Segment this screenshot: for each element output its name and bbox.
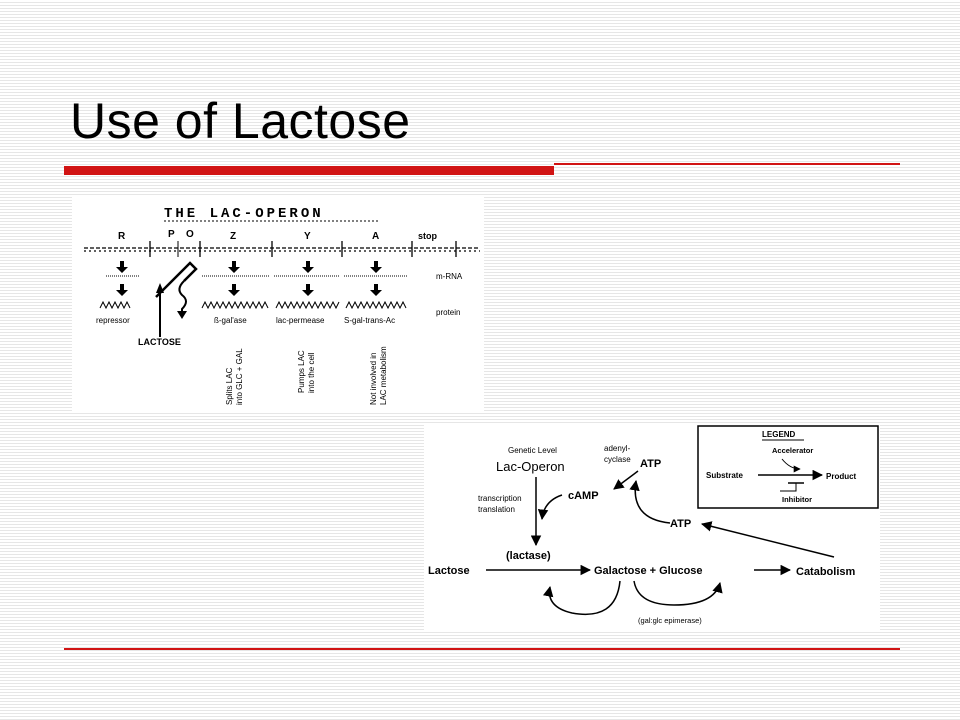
- lactose-binding-arrows: [155, 261, 198, 337]
- epimerase-label: (gal:glc epimerase): [638, 616, 702, 625]
- gene-label-a: A: [372, 231, 379, 242]
- title-underline-rule: [554, 163, 900, 165]
- gene-label-r: R: [118, 231, 126, 242]
- catabolism-label: Catabolism: [796, 566, 856, 578]
- title-underline-accent: [64, 166, 554, 175]
- protein-row-label: protein: [436, 308, 460, 317]
- dna-strand: [84, 241, 480, 257]
- atp-mid-label: ATP: [670, 518, 691, 530]
- transcription-label: transcription: [478, 494, 522, 503]
- epimerase-curve: [633, 580, 723, 606]
- lac-operon-diagram: THE LAC-OPERON R P O Z Y A stop m-RNA: [72, 197, 484, 413]
- lactose-label: Lactose: [428, 565, 470, 577]
- note-a: Not involved inLAC metabolism: [369, 346, 388, 405]
- translation-label: translation: [478, 505, 515, 514]
- protein-label-y: lac-permease: [276, 316, 325, 325]
- cyclase-label: cyclase: [604, 455, 631, 464]
- camp-label: cAMP: [568, 490, 599, 502]
- stop-label: stop: [418, 231, 438, 241]
- lactose-pathway-diagram: LEGEND Accelerator Substrate Product Inh…: [424, 423, 880, 630]
- lactose-label: LACTOSE: [138, 337, 181, 347]
- atp-top-label: ATP: [640, 458, 661, 470]
- adenyl-label: adenyl-: [604, 444, 631, 453]
- legend-accelerator: Accelerator: [772, 446, 813, 455]
- note-z: Splits LACinto GLC + GAL: [225, 348, 244, 405]
- gene-label-o: O: [186, 229, 194, 240]
- operon-title: THE LAC-OPERON: [164, 206, 324, 222]
- transcription-arrows: [116, 261, 382, 273]
- mrna-label: m-RNA: [436, 272, 463, 281]
- footer-rule: [64, 648, 900, 650]
- lactase-label: (lactase): [506, 550, 551, 562]
- svg-text:Pumps LACinto the cell: Pumps LACinto the cell: [297, 350, 316, 393]
- gene-label-y: Y: [304, 231, 311, 242]
- slide-title: Use of Lactose: [70, 93, 411, 149]
- atp-to-camp-arrow: [613, 470, 639, 490]
- gene-label-p: P: [168, 229, 175, 240]
- galactose-feedback-curve: [543, 580, 621, 615]
- protein-label-a: S-gal-trans-Ac: [344, 316, 395, 325]
- legend-box: LEGEND Accelerator Substrate Product Inh…: [697, 425, 879, 509]
- svg-text:Splits LACinto GLC + GAL: Splits LACinto GLC + GAL: [225, 348, 244, 405]
- translation-arrows: [116, 284, 382, 296]
- legend-substrate: Substrate: [706, 471, 743, 480]
- protein-chains: [99, 300, 407, 310]
- protein-label-repressor: repressor: [96, 316, 130, 325]
- gene-label-z: Z: [230, 231, 236, 242]
- note-y: Pumps LACinto the cell: [297, 350, 316, 393]
- svg-text:Not involved inLAC metabolism: Not involved inLAC metabolism: [369, 346, 388, 405]
- galactose-glucose-label: Galactose + Glucose: [594, 565, 703, 577]
- legend-title: LEGEND: [762, 430, 796, 439]
- protein-label-z: ß-gal'ase: [214, 316, 247, 325]
- legend-product: Product: [826, 472, 857, 481]
- lac-operon-label: Lac-Operon: [496, 459, 565, 474]
- camp-to-operon-arrow: [537, 494, 563, 521]
- atp-recycle-arrow: [629, 479, 671, 524]
- genetic-level-label: Genetic Level: [508, 446, 557, 455]
- legend-inhibitor: Inhibitor: [782, 495, 812, 504]
- catabolism-to-atp-arrow: [700, 521, 835, 558]
